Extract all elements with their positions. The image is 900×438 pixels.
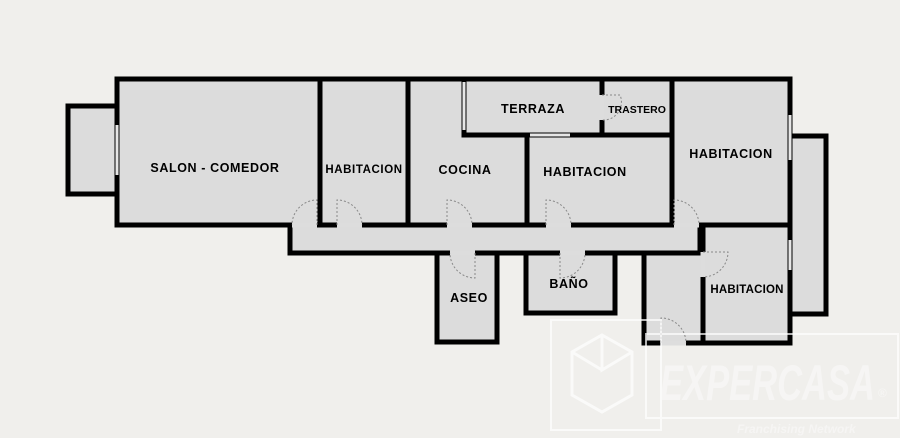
label-habitacion-4: HABITACION (710, 284, 783, 296)
expercasa-watermark: EXPERCASA ® Franchising Network (550, 319, 899, 436)
room-habitacion-2 (524, 132, 675, 228)
side-balcony (787, 133, 829, 317)
label-cocina: COCINA (439, 163, 492, 177)
label-salon: SALON - COMEDOR (150, 161, 279, 175)
watermark-tagline: Franchising Network (737, 422, 857, 436)
balcony (65, 103, 120, 197)
label-aseo: ASEO (450, 291, 488, 305)
watermark-brand: EXPERCASA (660, 355, 875, 411)
label-trastero: TRASTERO (608, 104, 666, 116)
watermark-registered: ® (878, 386, 887, 400)
room-habitacion-4 (700, 222, 793, 346)
hallway (287, 222, 703, 256)
hallway-corridor (641, 250, 706, 346)
room-habitacion-1 (317, 76, 411, 228)
label-bano: BAÑO (549, 276, 588, 291)
label-habitacion-1: HABITACION (325, 164, 402, 176)
room-salon (114, 76, 323, 228)
label-habitacion-3: HABITACION (689, 147, 773, 161)
room-aseo (434, 250, 500, 345)
doors (291, 94, 729, 346)
room-bano (523, 250, 618, 316)
label-habitacion-2: HABITACION (543, 165, 627, 179)
label-terraza: TERRAZA (501, 102, 565, 116)
